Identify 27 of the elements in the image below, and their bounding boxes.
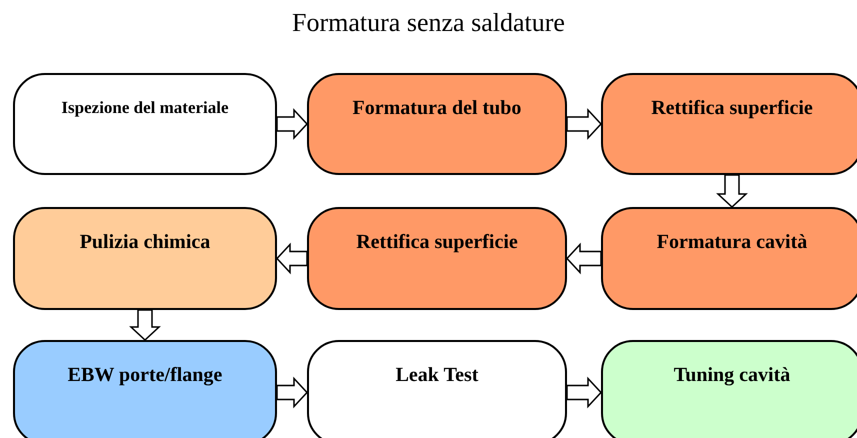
process-box (601, 207, 857, 310)
process-box (307, 207, 567, 310)
box-label: Formatura cavità (656, 230, 808, 255)
block-arrow (566, 108, 602, 140)
box-label: Formatura del tubo (352, 96, 522, 121)
block-arrow (566, 376, 602, 408)
process-box (13, 207, 277, 310)
block-arrow (276, 242, 308, 274)
block-arrow (716, 174, 748, 208)
process-box (307, 340, 567, 438)
box-label: Pulizia chimica (78, 230, 212, 255)
diagram-title: Formatura senza saldature (291, 8, 566, 38)
box-label: EBW porte/flange (66, 363, 224, 388)
block-arrow (276, 108, 308, 140)
box-label: Leak Test (394, 363, 480, 388)
process-box (13, 340, 277, 438)
process-box (601, 73, 857, 175)
block-arrow (276, 376, 308, 408)
box-label: Rettifica superficie (650, 96, 814, 121)
box-label: Tuning cavità (672, 363, 792, 388)
box-label: Rettifica superficie (355, 230, 519, 255)
block-arrow (129, 309, 161, 342)
process-box (13, 73, 277, 175)
block-arrow (566, 242, 602, 274)
process-box (307, 73, 567, 175)
process-box (601, 340, 857, 438)
box-label: Ispezione del materiale (60, 97, 230, 119)
